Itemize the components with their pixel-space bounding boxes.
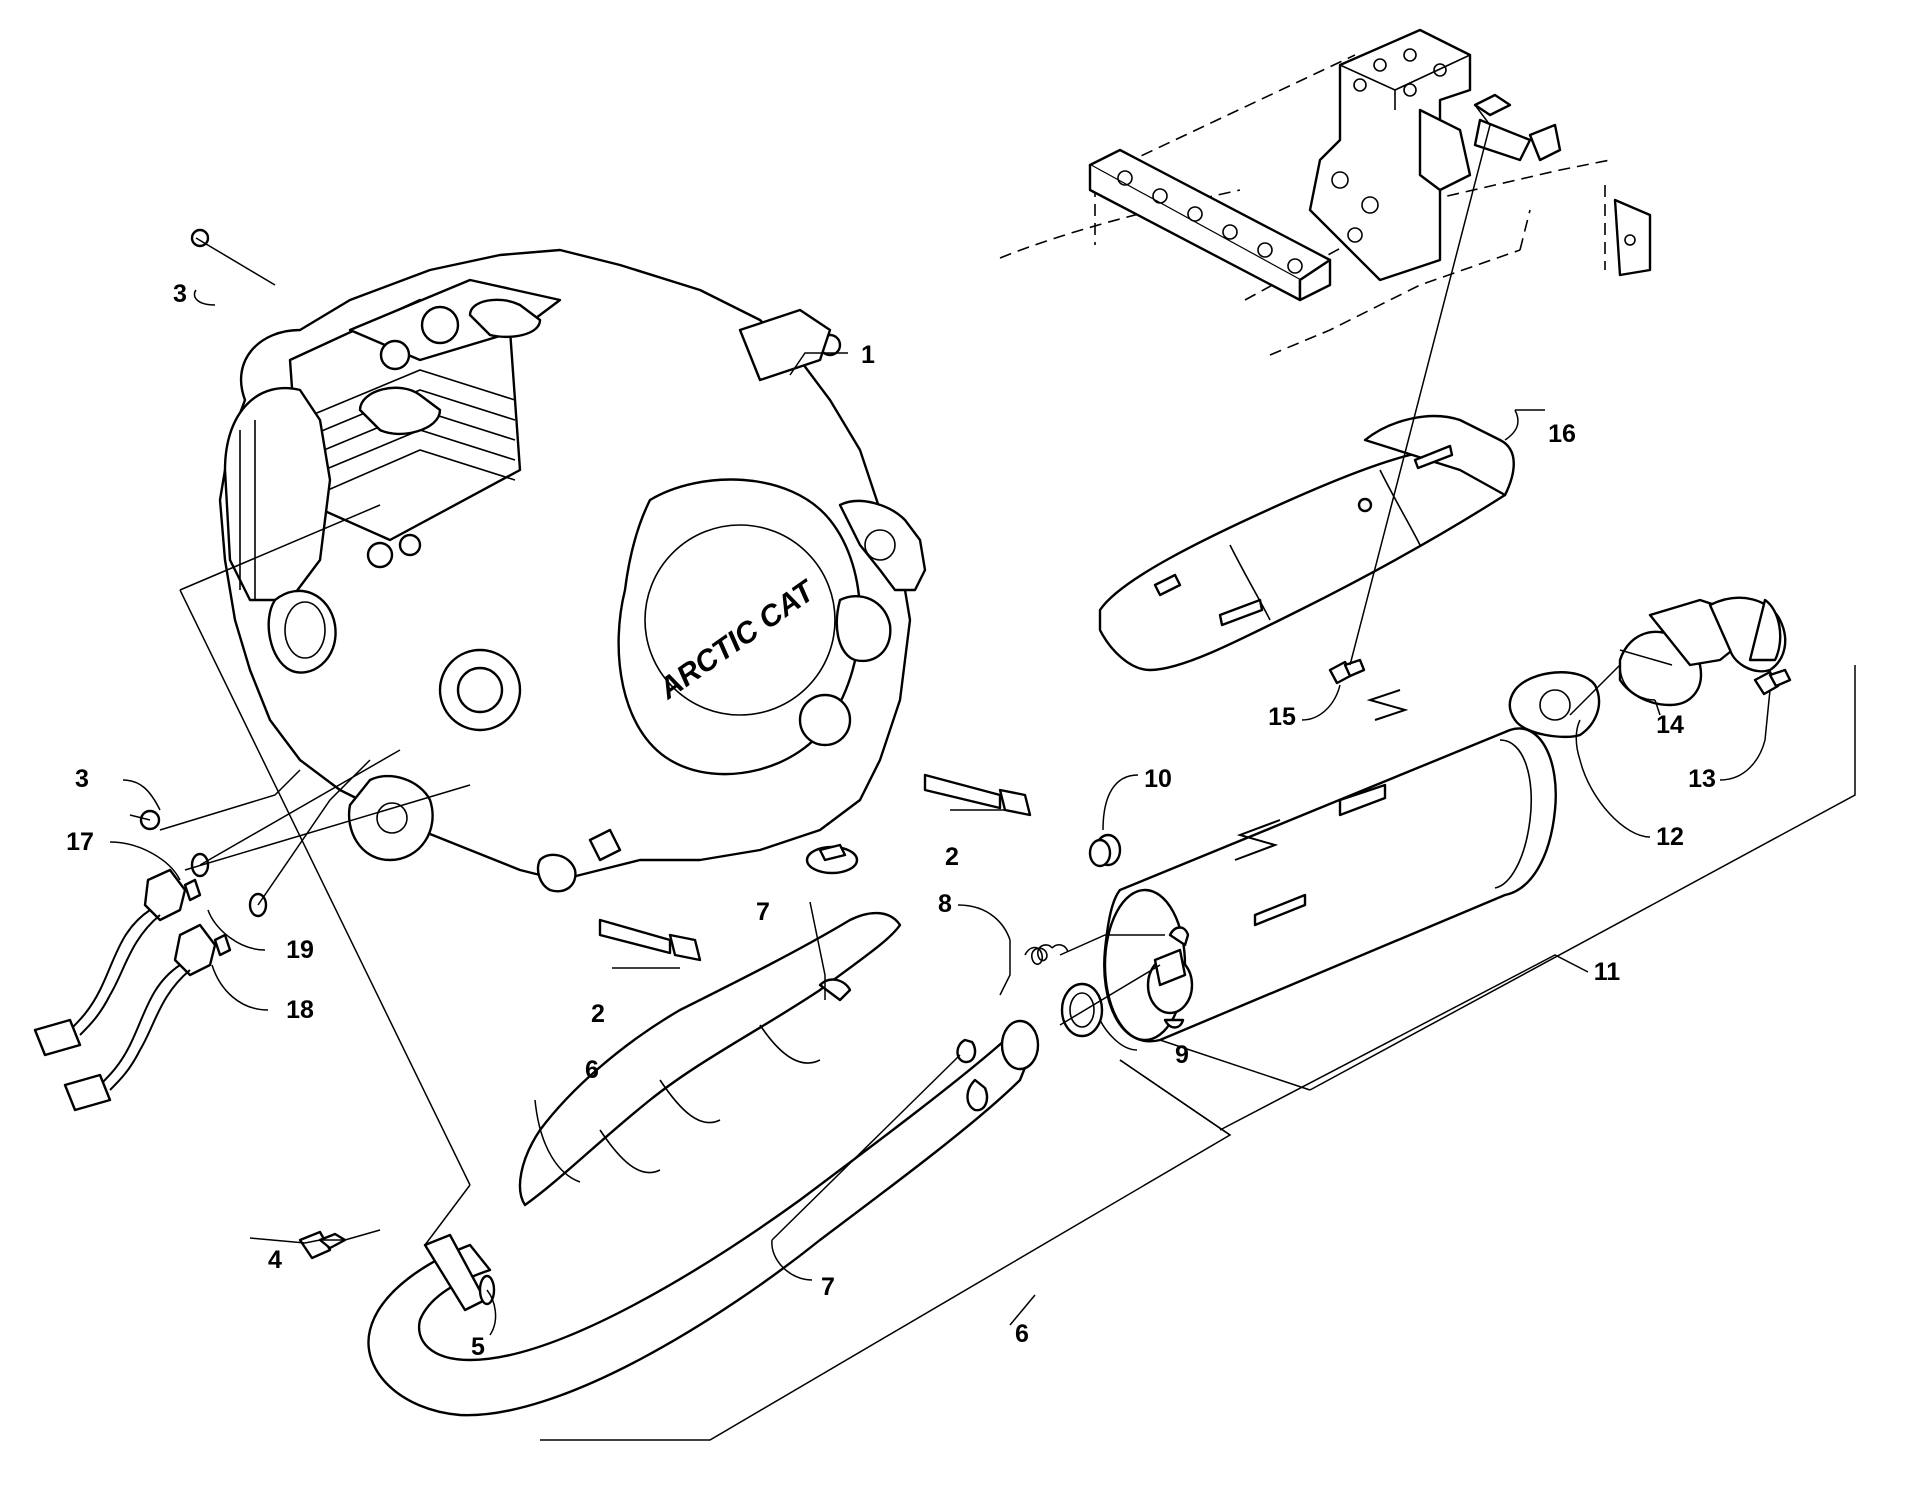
- bolt-upper-head: [998, 788, 1032, 817]
- heat-shield-lower: [518, 911, 902, 1207]
- callout-2-lower: 2: [591, 1000, 605, 1028]
- bolt-lower-shank: [598, 918, 672, 955]
- bolt-upper-shank: [923, 773, 1002, 810]
- bolt-lower-head: [668, 933, 702, 962]
- sensor-19-body: [143, 868, 187, 922]
- callout-3-upper: 3: [173, 280, 187, 308]
- sensor-20-body: [173, 923, 217, 977]
- callout-4: 4: [268, 1246, 282, 1274]
- callout-14: 12: [1656, 823, 1684, 851]
- engine-hardware: [139, 228, 1032, 962]
- callout-5: 5: [471, 1333, 485, 1361]
- callout-17: 15: [1268, 703, 1296, 731]
- callout-9: 7: [756, 898, 770, 926]
- callout-16: 14: [1656, 711, 1684, 739]
- callout-3-lower: 3: [75, 765, 89, 793]
- hose-clamp: [805, 843, 859, 875]
- frame-outline: [999, 28, 1652, 356]
- gasket-11: [1060, 982, 1104, 1038]
- grommet: [1088, 833, 1122, 868]
- engine-assembly: ARCTIC CAT: [218, 248, 927, 893]
- callout-8: 6: [585, 1056, 599, 1084]
- callout-20: 18: [286, 996, 314, 1024]
- heat-shield-upper: [1098, 414, 1515, 685]
- callout-11: 9: [1175, 1041, 1189, 1069]
- callout-10: 8: [938, 890, 952, 918]
- callout-6: 6: [1015, 1320, 1029, 1348]
- pipe-hook: [966, 1078, 989, 1112]
- callout-15: 13: [1688, 765, 1716, 793]
- sensor-harnesses: [33, 852, 268, 1112]
- leader-lines: [109, 104, 1856, 1441]
- muffler: [1103, 689, 1557, 1043]
- spring: [1024, 943, 1069, 965]
- gasket-14: [1508, 671, 1601, 739]
- spark-arrestor-parts: [1508, 596, 1792, 739]
- callout-1: 1: [861, 341, 875, 369]
- callout-13: 11: [1594, 958, 1621, 986]
- callout-19: 17: [66, 828, 94, 856]
- header-pipe: [298, 1019, 1040, 1417]
- callout-7: 7: [821, 1273, 835, 1301]
- callout-12: 10: [1144, 765, 1172, 793]
- callout-18: 16: [1548, 420, 1576, 448]
- callout-2-upper: 2: [945, 843, 959, 871]
- callout-labels: 3 1 16 10 14 15 13 12 3 17 2 8 7 19 11 1…: [66, 280, 1716, 1361]
- callout-21: 19: [286, 936, 314, 964]
